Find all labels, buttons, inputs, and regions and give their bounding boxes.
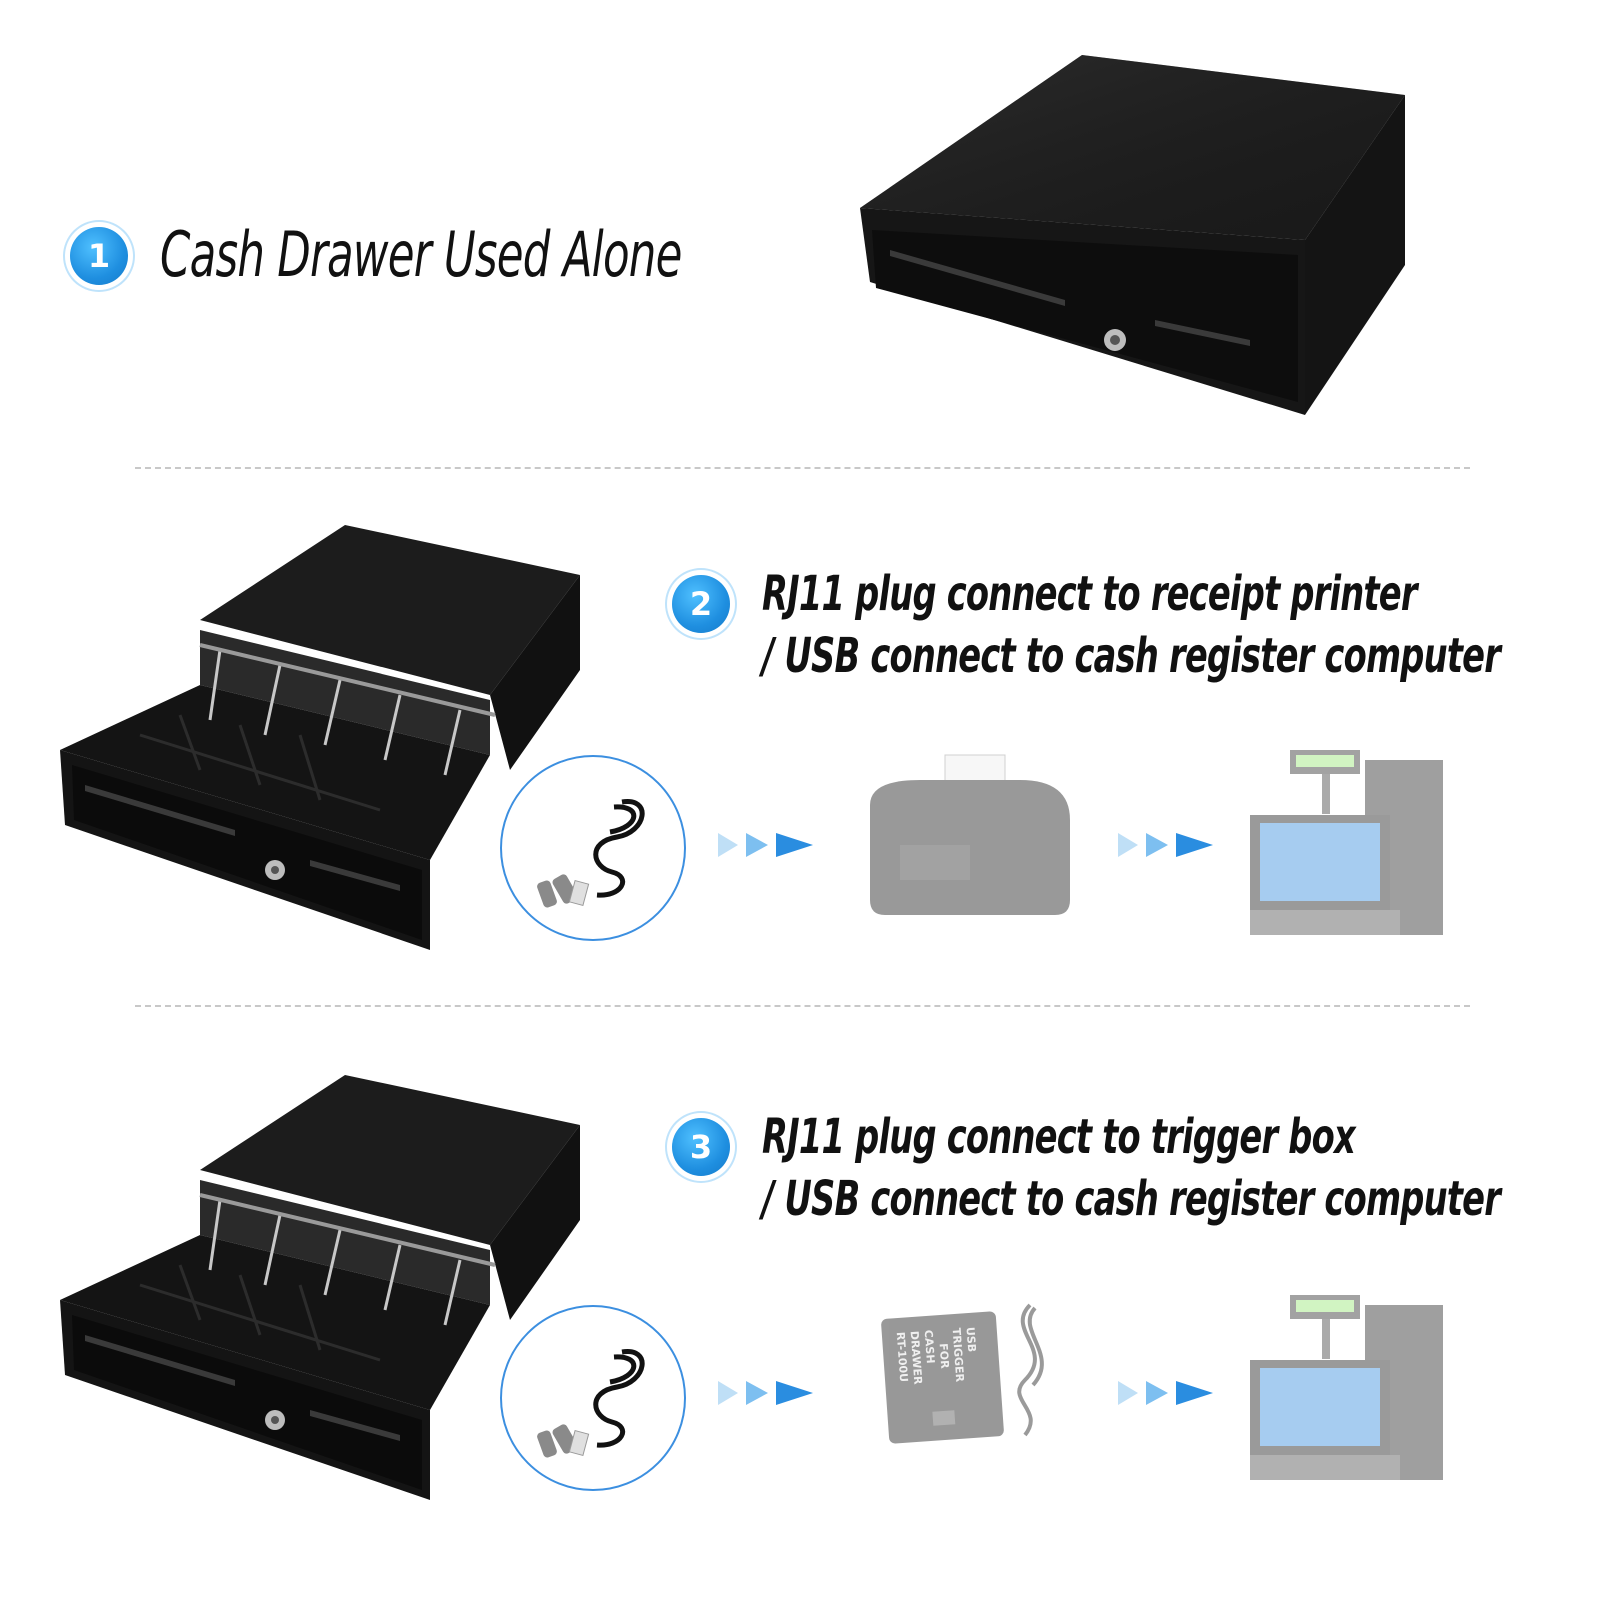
trigger-label-3: CASH DRAWER: [907, 1329, 937, 1385]
step-1-badge: 1: [70, 227, 128, 285]
cash-drawer-open-image: [60, 1075, 580, 1500]
section-divider-1: [135, 467, 1470, 469]
cable-and-keys-inset: [500, 1305, 686, 1491]
usb-trigger-box-image: USB TRIGGER FOR CASH DRAWER RT-100U: [880, 1311, 1005, 1444]
section-2-line1: RJ11 plug connect to receipt printer: [762, 566, 1417, 622]
section-2-line2: / USB connect to cash register computer: [762, 628, 1501, 684]
step-3-badge: 3: [672, 1118, 730, 1176]
cash-drawer-open-image: [60, 525, 580, 950]
usb-cable-icon: [1017, 1303, 1044, 1437]
cable-keys-icon: [537, 799, 645, 908]
flow-arrows-icon: [718, 833, 813, 857]
pos-computer-image: [1250, 750, 1443, 935]
section-1-title: Cash Drawer Used Alone: [160, 218, 682, 291]
trigger-box-label: USB TRIGGER FOR CASH DRAWER RT-100U: [893, 1327, 981, 1387]
section-3-line2: / USB connect to cash register computer: [762, 1171, 1501, 1227]
cash-drawer-closed-image: [860, 55, 1405, 415]
step-2-badge: 2: [672, 575, 730, 633]
flow-arrows-icon: [1118, 833, 1213, 857]
flow-arrows-icon: [718, 1381, 813, 1405]
cable-keys-icon: [537, 1349, 645, 1458]
trigger-label-1: USB TRIGGER: [949, 1326, 979, 1383]
receipt-printer-image: [870, 754, 1070, 915]
pos-computer-image: [1250, 1295, 1443, 1480]
section-divider-2: [135, 1005, 1470, 1007]
section-3-line1: RJ11 plug connect to trigger box: [762, 1109, 1356, 1165]
usb-port-icon: [932, 1410, 956, 1426]
cable-and-keys-inset: [500, 755, 686, 941]
flow-arrows-icon: [1118, 1381, 1213, 1405]
